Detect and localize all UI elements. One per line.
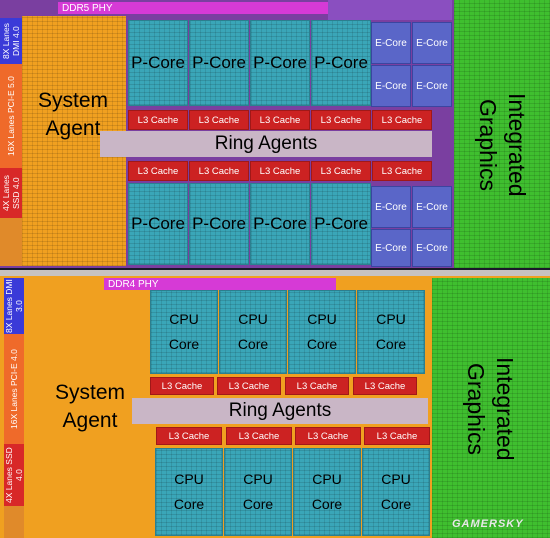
l3-cache: L3 Cache — [353, 377, 417, 395]
l3-cache: L3 Cache — [189, 161, 249, 181]
p-core: P-Core — [128, 183, 188, 265]
cpu-core: CPU Core — [357, 290, 425, 374]
cpu-core: CPU Core — [155, 448, 223, 536]
cpu-core: CPU Core — [224, 448, 292, 536]
e-core: E-Core — [412, 229, 452, 267]
bottom-top-strip — [0, 270, 550, 276]
e-core: E-Core — [371, 65, 411, 107]
cpu-core: CPU Core — [150, 290, 218, 374]
cpu-core-line1: CPU — [243, 470, 273, 487]
ddr4-phy: DDR4 PHY — [104, 278, 336, 290]
l3-cache: L3 Cache — [311, 110, 371, 130]
l3-cache: L3 Cache — [372, 110, 432, 130]
e-core: E-Core — [371, 22, 411, 64]
p-core: P-Core — [311, 183, 371, 265]
l3-cache: L3 Cache — [189, 110, 249, 130]
l3-cache: L3 Cache — [250, 161, 310, 181]
dmi-io: 8X Lanes DMI 3.0 — [4, 278, 24, 334]
cpu-core-line1: CPU — [238, 310, 268, 327]
integrated-graphics-label: Integrated Graphics — [475, 93, 530, 197]
ring-agents: Ring Agents — [100, 131, 432, 157]
e-core: E-Core — [412, 22, 452, 64]
e-core: E-Core — [371, 229, 411, 267]
cpu-core-line2: Core — [173, 496, 205, 512]
cpu-core: CPU Core — [293, 448, 361, 536]
pcie-io: 16X Lanes PCI-E 4.0 — [4, 334, 24, 444]
p-core: P-Core — [311, 20, 371, 106]
l3-cache: L3 Cache — [128, 110, 188, 130]
ddr5-phy: DDR5 PHY — [58, 2, 328, 14]
cpu-core-line2: Core — [311, 496, 343, 512]
l3-cache: L3 Cache — [250, 110, 310, 130]
cpu-core-line2: Core — [380, 496, 412, 512]
system-agent-label: System Agent — [54, 380, 125, 432]
cpu-core-line2: Core — [168, 336, 200, 352]
integrated-graphics-block — [454, 0, 550, 268]
cpu-core: CPU Core — [288, 290, 356, 374]
bottom-die: DDR4 PHY 8X Lanes DMI 3.0 16X Lanes PCI-… — [0, 270, 550, 538]
l3-cache: L3 Cache — [226, 427, 292, 445]
cpu-core: CPU Core — [362, 448, 430, 536]
cpu-core-line1: CPU — [381, 470, 411, 487]
ssd-io: 4X Lanes SSD 4.0 — [0, 168, 22, 218]
l3-cache: L3 Cache — [128, 161, 188, 181]
ring-agents: Ring Agents — [132, 398, 428, 424]
pcie-io: 16X Lanes PCI-E 5.0 — [0, 64, 22, 168]
l3-cache: L3 Cache — [372, 161, 432, 181]
l3-cache: L3 Cache — [285, 377, 349, 395]
io-filler — [4, 506, 24, 538]
top-die: DDR5 PHY System Agent 8X Lanes DMI 4.0 1… — [0, 0, 550, 268]
cpu-core-line2: Core — [242, 496, 274, 512]
e-core: E-Core — [412, 186, 452, 228]
dmi-io: 8X Lanes DMI 4.0 — [0, 18, 22, 64]
integrated-graphics-label: Integrated Graphics — [463, 357, 518, 461]
e-core: E-Core — [371, 186, 411, 228]
l3-cache: L3 Cache — [311, 161, 371, 181]
top-phy-extension — [328, 0, 452, 20]
cpu-core: CPU Core — [219, 290, 287, 374]
cpu-core-line2: Core — [306, 336, 338, 352]
cpu-core-line2: Core — [237, 336, 269, 352]
io-filler — [0, 218, 22, 266]
l3-cache: L3 Cache — [156, 427, 222, 445]
p-core: P-Core — [189, 20, 249, 106]
cpu-core-line1: CPU — [169, 310, 199, 327]
e-core: E-Core — [412, 65, 452, 107]
l3-cache: L3 Cache — [295, 427, 361, 445]
cpu-core-line2: Core — [375, 336, 407, 352]
l3-cache: L3 Cache — [217, 377, 281, 395]
system-agent-label: System Agent — [37, 88, 108, 140]
cpu-core-line1: CPU — [174, 470, 204, 487]
ssd-io: 4X Lanes SSD 4.0 — [4, 444, 24, 506]
integrated-graphics-block — [432, 278, 550, 538]
cpu-core-line1: CPU — [312, 470, 342, 487]
p-core: P-Core — [250, 183, 310, 265]
p-core: P-Core — [189, 183, 249, 265]
l3-cache: L3 Cache — [364, 427, 430, 445]
p-core: P-Core — [250, 20, 310, 106]
l3-cache: L3 Cache — [150, 377, 214, 395]
p-core: P-Core — [128, 20, 188, 106]
cpu-core-line1: CPU — [307, 310, 337, 327]
watermark: GAMERSKY — [452, 518, 524, 530]
cpu-core-line1: CPU — [376, 310, 406, 327]
